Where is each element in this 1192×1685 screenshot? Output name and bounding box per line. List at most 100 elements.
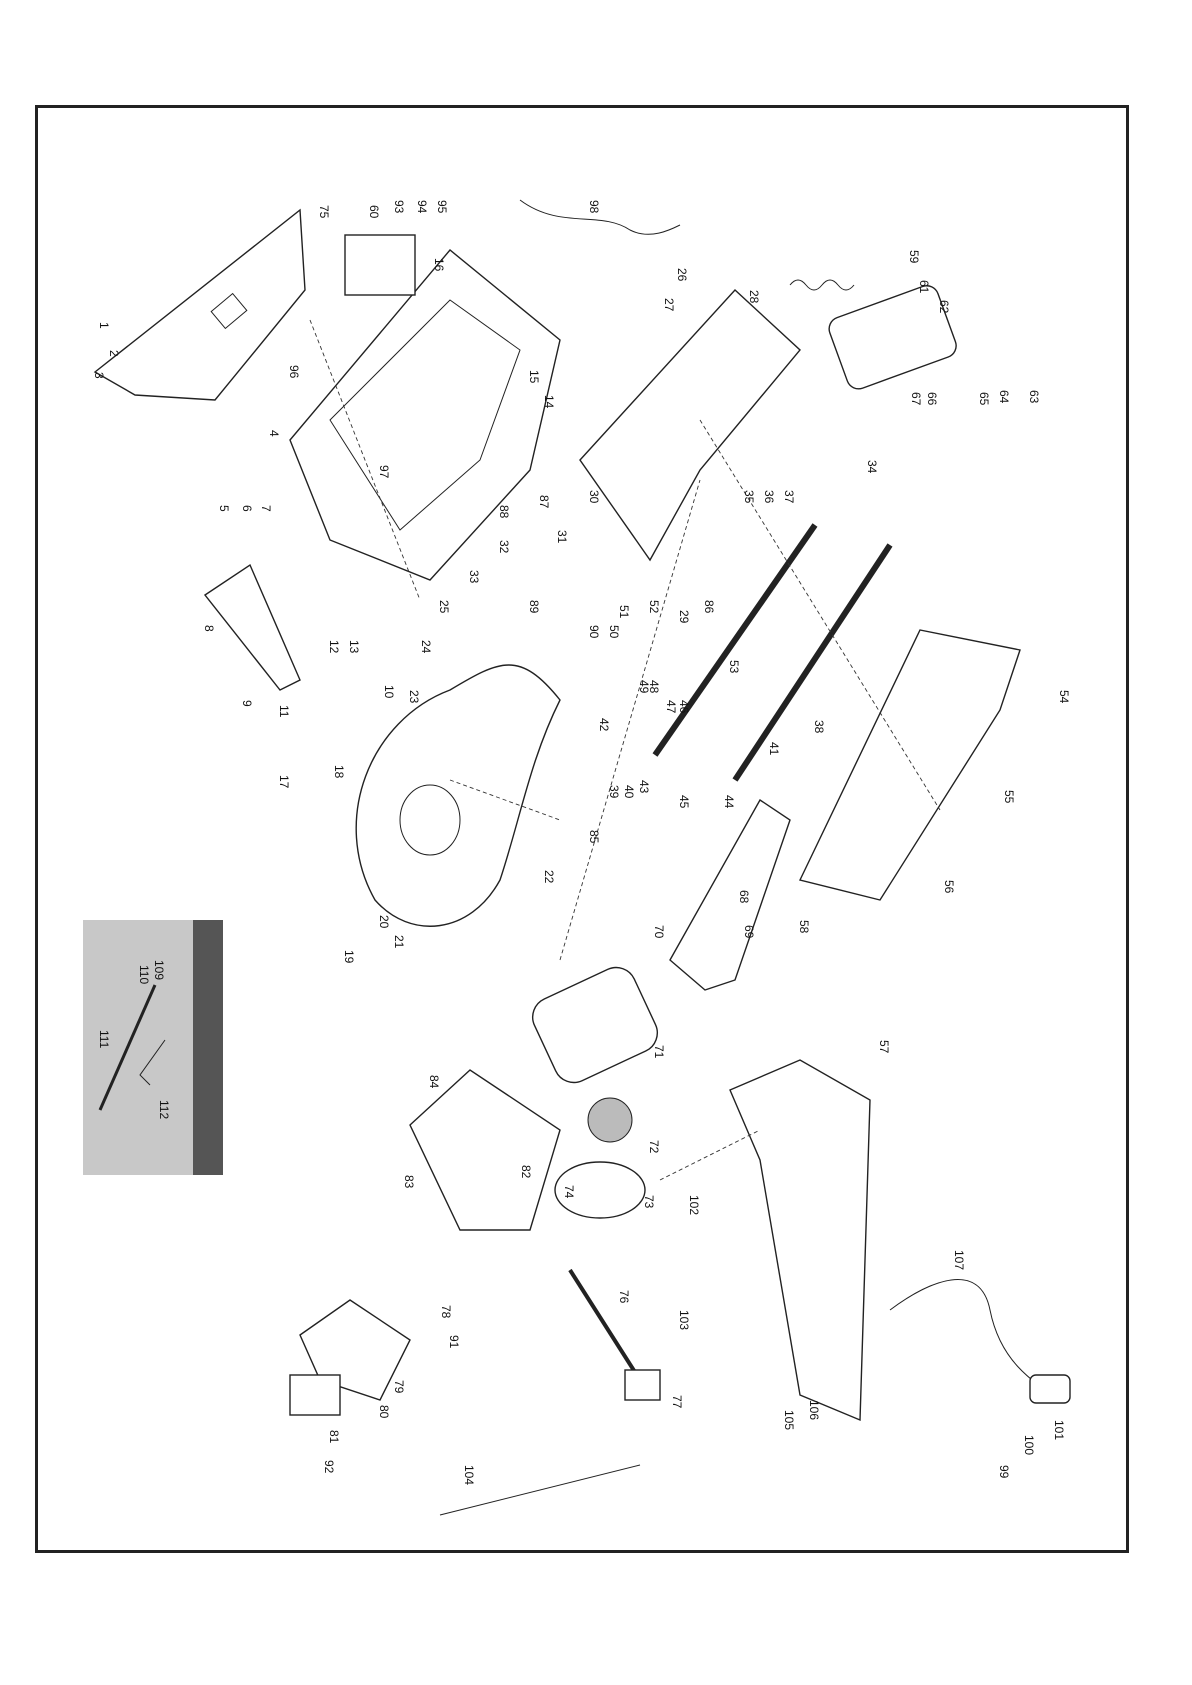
- part-label-78: 78: [439, 1305, 453, 1319]
- lower-shield: [669, 798, 791, 991]
- saw-blade: [355, 664, 561, 927]
- part-label-38: 38: [812, 720, 826, 734]
- part-label-61: 61: [917, 280, 931, 294]
- base-frame: [729, 1059, 871, 1422]
- part-label-96: 96: [287, 365, 301, 379]
- part-label-103: 103: [677, 1310, 691, 1330]
- cable-98: [519, 199, 681, 235]
- part-label-92: 92: [322, 1460, 336, 1474]
- part-label-107: 107: [952, 1250, 966, 1270]
- part-label-91: 91: [447, 1335, 461, 1349]
- part-label-1: 1: [97, 322, 111, 329]
- part-label-30: 30: [587, 490, 601, 504]
- part-label-77: 77: [670, 1395, 684, 1409]
- part-label-70: 70: [652, 925, 666, 939]
- spring: [789, 279, 855, 291]
- part-label-5: 5: [217, 505, 231, 512]
- part-label-101: 101: [1052, 1420, 1066, 1440]
- gearbox: [409, 1069, 561, 1231]
- part-label-88: 88: [497, 505, 511, 519]
- switch-housing: [289, 1374, 341, 1416]
- rail-33: [652, 523, 818, 757]
- part-label-15: 15: [527, 370, 541, 384]
- part-label-34: 34: [865, 460, 879, 474]
- part-label-16: 16: [432, 258, 446, 272]
- part-label-43: 43: [637, 780, 651, 794]
- part-label-18: 18: [332, 765, 346, 779]
- part-label-109: 109: [152, 960, 166, 980]
- part-label-81: 81: [327, 1430, 341, 1444]
- blade-guard: [579, 289, 801, 562]
- part-label-69: 69: [742, 925, 756, 939]
- part-label-31: 31: [555, 530, 569, 544]
- bracket: [203, 563, 301, 691]
- part-label-85: 85: [587, 830, 601, 844]
- part-label-2: 2: [107, 350, 121, 357]
- part-label-73: 73: [642, 1195, 656, 1209]
- part-label-100: 100: [1022, 1435, 1036, 1455]
- part-label-87: 87: [537, 495, 551, 509]
- part-label-60: 60: [367, 205, 381, 219]
- part-label-95: 95: [435, 200, 449, 214]
- part-label-74: 74: [562, 1185, 576, 1199]
- part-label-12: 12: [327, 640, 341, 654]
- part-label-40: 40: [622, 785, 636, 799]
- part-label-99: 99: [997, 1465, 1011, 1479]
- top-cover: [828, 285, 957, 390]
- part-label-24: 24: [419, 640, 433, 654]
- part-label-14: 14: [542, 395, 556, 409]
- part-label-65: 65: [977, 392, 991, 406]
- part-label-55: 55: [1002, 790, 1016, 804]
- table-housing: [798, 629, 1021, 901]
- part-label-63: 63: [1027, 390, 1041, 404]
- part-label-106: 106: [807, 1400, 821, 1420]
- nozzle: [1029, 1374, 1071, 1404]
- part-label-89: 89: [527, 600, 541, 614]
- part-label-42: 42: [597, 718, 611, 732]
- part-label-8: 8: [202, 625, 216, 632]
- part-label-45: 45: [677, 795, 691, 809]
- part-label-41: 41: [767, 742, 781, 756]
- part-label-86: 86: [702, 600, 716, 614]
- part-label-50: 50: [607, 625, 621, 639]
- fan: [587, 1097, 633, 1143]
- part-label-111: 111: [97, 1030, 111, 1049]
- part-label-49: 49: [637, 680, 651, 694]
- part-label-64: 64: [997, 390, 1011, 404]
- part-label-52: 52: [647, 600, 661, 614]
- part-label-94: 94: [415, 200, 429, 214]
- part-label-53: 53: [727, 660, 741, 674]
- part-label-7: 7: [259, 505, 273, 512]
- part-label-79: 79: [392, 1380, 406, 1394]
- part-label-110: 110: [137, 965, 151, 984]
- rail-38: [732, 543, 893, 782]
- part-label-28: 28: [747, 290, 761, 304]
- upper-housing: [289, 249, 561, 581]
- part-label-66: 66: [925, 392, 939, 406]
- part-label-29: 29: [677, 610, 691, 624]
- end-plate: [554, 1161, 646, 1219]
- motor: [532, 966, 658, 1084]
- part-label-57: 57: [877, 1040, 891, 1054]
- part-label-84: 84: [427, 1075, 441, 1089]
- part-label-20: 20: [377, 915, 391, 929]
- cable-104: [439, 1464, 641, 1516]
- plug: [624, 1369, 661, 1401]
- part-label-32: 32: [497, 540, 511, 554]
- part-label-19: 19: [342, 950, 356, 964]
- part-label-76: 76: [617, 1290, 631, 1304]
- part-label-44: 44: [722, 795, 736, 809]
- part-label-83: 83: [402, 1175, 416, 1189]
- part-label-21: 21: [392, 935, 406, 949]
- part-label-104: 104: [462, 1465, 476, 1485]
- inset-bar: [193, 920, 223, 1175]
- part-label-93: 93: [392, 200, 406, 214]
- part-label-13: 13: [347, 640, 361, 654]
- part-label-56: 56: [942, 880, 956, 894]
- part-label-33: 33: [467, 570, 481, 584]
- switch-box: [344, 234, 416, 296]
- part-label-97: 97: [377, 465, 391, 479]
- part-label-9: 9: [240, 700, 254, 707]
- part-label-80: 80: [377, 1405, 391, 1419]
- part-label-58: 58: [797, 920, 811, 934]
